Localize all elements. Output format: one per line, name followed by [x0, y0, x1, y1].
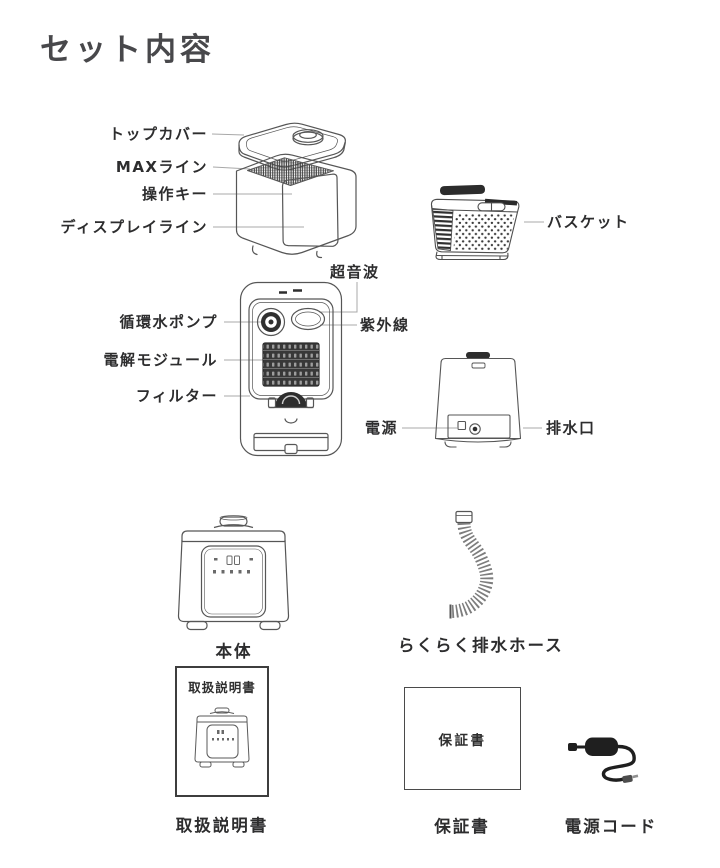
internal-components-illustration — [239, 281, 343, 457]
label-basket: バスケット — [547, 213, 630, 231]
caption-warranty: 保証書 — [434, 817, 490, 836]
label-display-line: ディスプレイライン — [60, 218, 208, 236]
drain-hose-illustration — [449, 510, 494, 619]
page-title: セット内容 — [40, 32, 215, 68]
power-cord-illustration — [568, 737, 639, 783]
label-circulating-pump: 循環水ポンプ — [119, 313, 218, 331]
humidifier-open-illustration — [235, 122, 357, 259]
main-unit-illustration — [177, 515, 290, 631]
manual-booklet: 取扱説明書 — [175, 666, 269, 797]
label-uv-light: 紫外線 — [360, 316, 410, 334]
label-ultrasonic: 超音波 — [330, 263, 380, 281]
caption-drain-hose: らくらく排水ホース — [398, 636, 564, 655]
caption-manual: 取扱説明書 — [175, 816, 269, 835]
back-view-illustration — [434, 352, 522, 448]
basket-illustration — [430, 184, 520, 261]
label-power: 電源 — [364, 419, 398, 437]
warranty-card-title: 保証書 — [438, 732, 487, 749]
warranty-card: 保証書 — [404, 687, 521, 790]
label-operation-keys: 操作キー — [141, 185, 208, 203]
label-drain-outlet: 排水口 — [546, 419, 596, 437]
label-filter: フィルター — [135, 387, 218, 405]
label-top-cover: トップカバー — [108, 125, 208, 143]
manual-cover-illustration — [194, 707, 250, 768]
label-electrolysis-module: 電解モジュール — [103, 351, 218, 369]
caption-power-cord: 電源コード — [564, 817, 658, 836]
caption-main-unit: 本体 — [215, 642, 253, 661]
label-max-line: MAXライン — [115, 158, 208, 176]
manual-cover-title: 取扱説明書 — [188, 680, 256, 695]
